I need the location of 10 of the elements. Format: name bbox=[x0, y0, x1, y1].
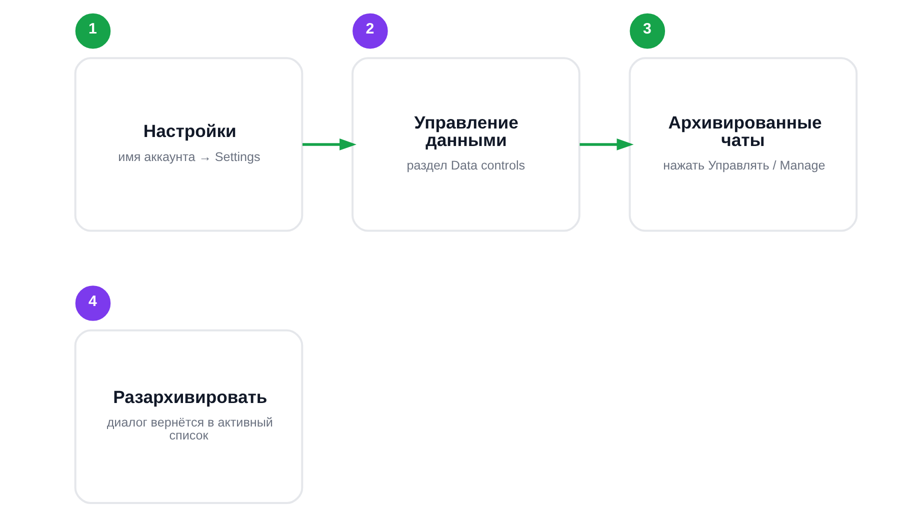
node-box: Архивированные чаты нажать Управлять / Manage bbox=[628, 56, 858, 232]
node-circle: 3 bbox=[629, 12, 665, 48]
node-box: Настройки имя аккаунта → Settings bbox=[74, 56, 303, 232]
arrow bbox=[302, 138, 356, 150]
node-circle: 2 bbox=[352, 12, 388, 48]
arrow bbox=[579, 138, 634, 150]
node-box: Разархивировать диалог вернётся в активный список bbox=[74, 328, 303, 504]
node-box: Управление данными раздел Data controls bbox=[351, 56, 580, 232]
node-circle: 4 bbox=[74, 285, 110, 320]
node-circle: 1 bbox=[74, 12, 110, 48]
